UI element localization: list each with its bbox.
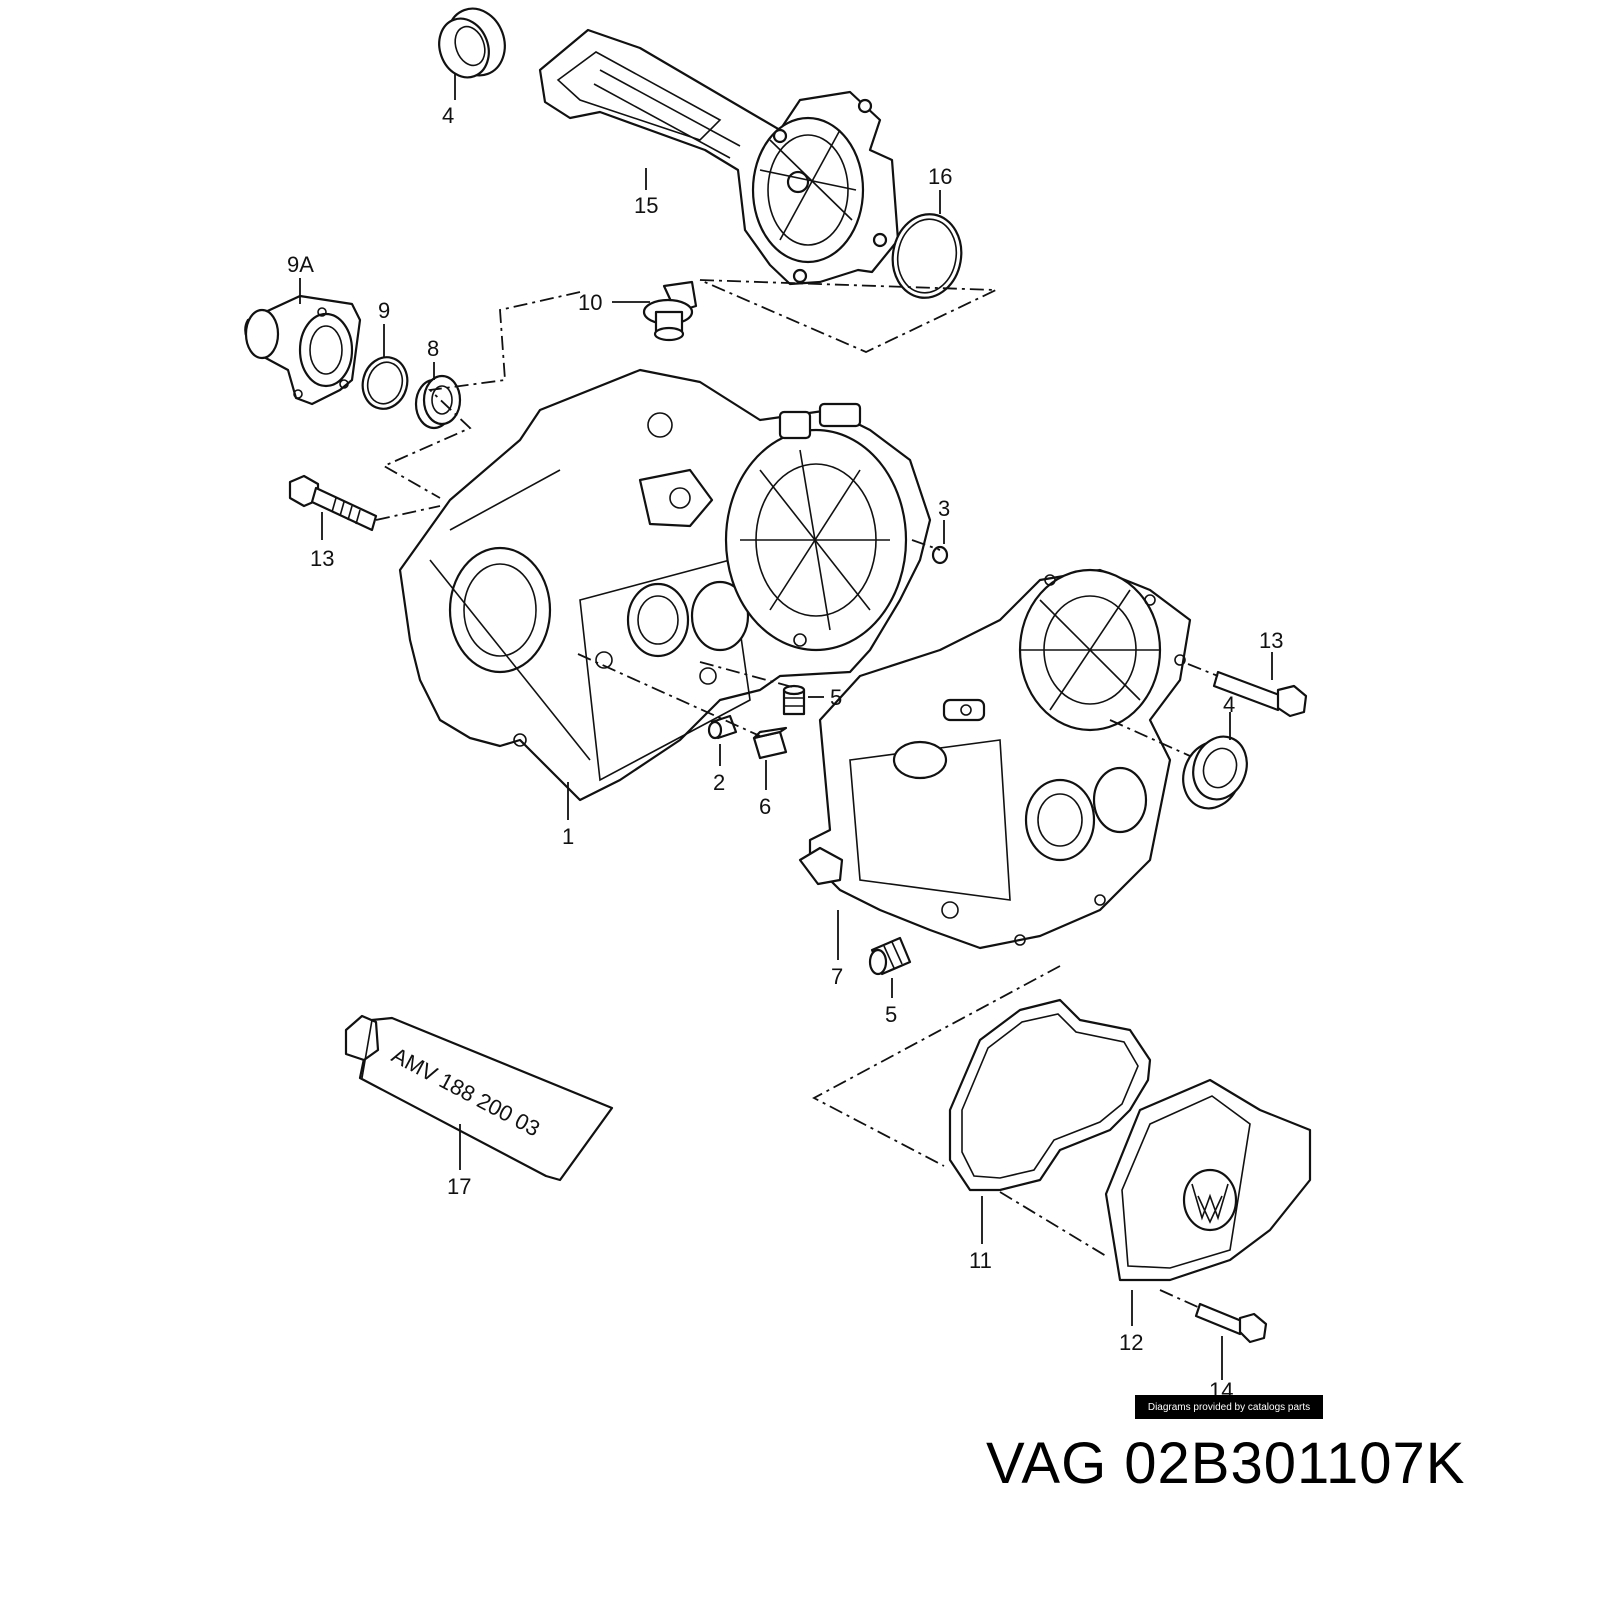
ring-part-9 (361, 356, 409, 410)
callout-12: 12 (1119, 1330, 1143, 1355)
callout-labels: 4 15 16 9A 9 8 10 13 3 5 2 6 1 13 4 7 5 … (287, 103, 1283, 1403)
callout-17: 17 (447, 1174, 471, 1199)
gasket-part-11 (948, 998, 1152, 1192)
extension-housing-part-15 (538, 28, 900, 286)
gearbox-housing-part-7 (798, 568, 1192, 950)
callout-13-right: 13 (1259, 628, 1283, 653)
spring-part-5-lower (868, 936, 912, 976)
callout-9: 9 (378, 298, 390, 323)
callout-11: 11 (969, 1248, 992, 1273)
callout-10: 10 (578, 290, 602, 315)
seal-ring-part-4-top (438, 7, 506, 79)
plug-part-3 (931, 545, 949, 565)
breather-plug-part-10 (642, 280, 698, 342)
callout-5-lower: 5 (885, 1002, 897, 1027)
callout-4-top: 4 (442, 103, 454, 128)
bearing-part-8 (414, 374, 462, 430)
diagram-credit-badge: Diagrams provided by catalogs parts (1135, 1395, 1323, 1419)
callout-5-upper: 5 (830, 685, 842, 710)
sealant-tube-part-17 (344, 1014, 614, 1182)
transmission-housing-part-1 (398, 368, 932, 802)
bolt-part-13-right (1212, 670, 1308, 718)
spring-part-5-upper (782, 684, 806, 716)
callout-16: 16 (928, 164, 952, 189)
part-number-title: VAG 02B301107K (986, 1431, 1466, 1496)
bump-stop-part-6 (752, 726, 788, 760)
bolt-part-14 (1194, 1302, 1268, 1344)
callout-13-left: 13 (310, 546, 334, 571)
callout-15: 15 (634, 193, 658, 218)
leader-lines (299, 74, 1273, 1380)
callout-8: 8 (427, 336, 439, 361)
callout-7: 7 (831, 964, 843, 989)
callout-3: 3 (938, 496, 950, 521)
callout-1: 1 (562, 824, 574, 849)
callout-9a: 9A (287, 252, 314, 277)
bolt-part-13-left (288, 474, 378, 532)
assembly-lines (375, 279, 1219, 1309)
callout-4-right: 4 (1223, 692, 1235, 717)
seal-ring-part-4-right (1182, 735, 1248, 810)
callout-6: 6 (759, 794, 771, 819)
callout-2: 2 (713, 770, 725, 795)
guide-sleeve-part-9a (244, 294, 362, 406)
end-cover-part-12 (1104, 1078, 1312, 1282)
o-ring-part-16 (891, 213, 963, 299)
